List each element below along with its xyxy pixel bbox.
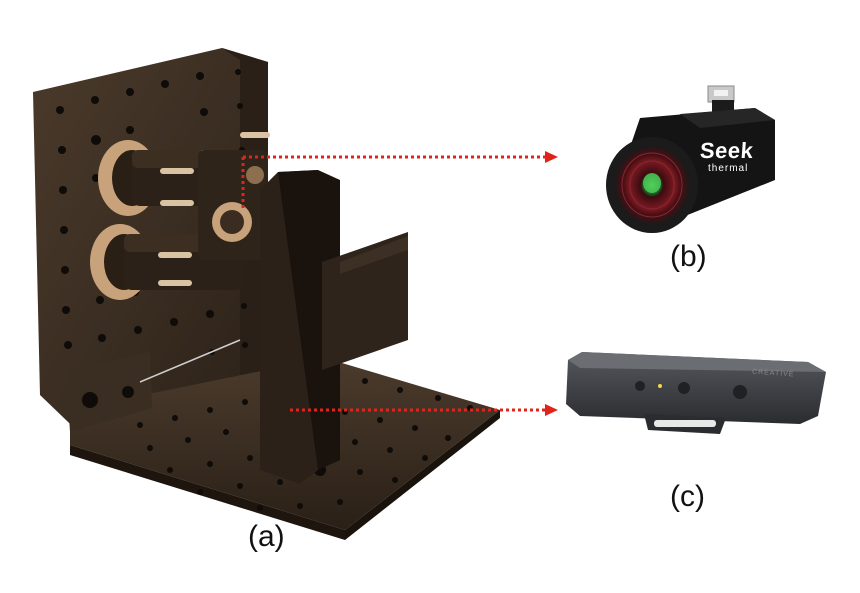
arrow-to-depth-camera [290, 404, 558, 416]
panel-label-a: (a) [248, 520, 285, 553]
optical-mount-assembly-icon [33, 48, 500, 540]
camera-lens-center [678, 382, 690, 394]
camera-lens-left [635, 381, 645, 391]
depth-camera-icon [566, 352, 826, 434]
camera-holder-plate [260, 170, 408, 484]
rotation-stage [198, 150, 268, 260]
corner-block [66, 352, 152, 432]
status-led [658, 384, 662, 388]
camera-lens-right [733, 385, 747, 399]
thermal-camera-icon [606, 85, 775, 233]
arrow-to-thermal-camera [241, 151, 558, 210]
guide-rod [139, 339, 241, 383]
panel-label-c: (c) [670, 480, 705, 513]
panel-label-b: (b) [670, 240, 707, 273]
